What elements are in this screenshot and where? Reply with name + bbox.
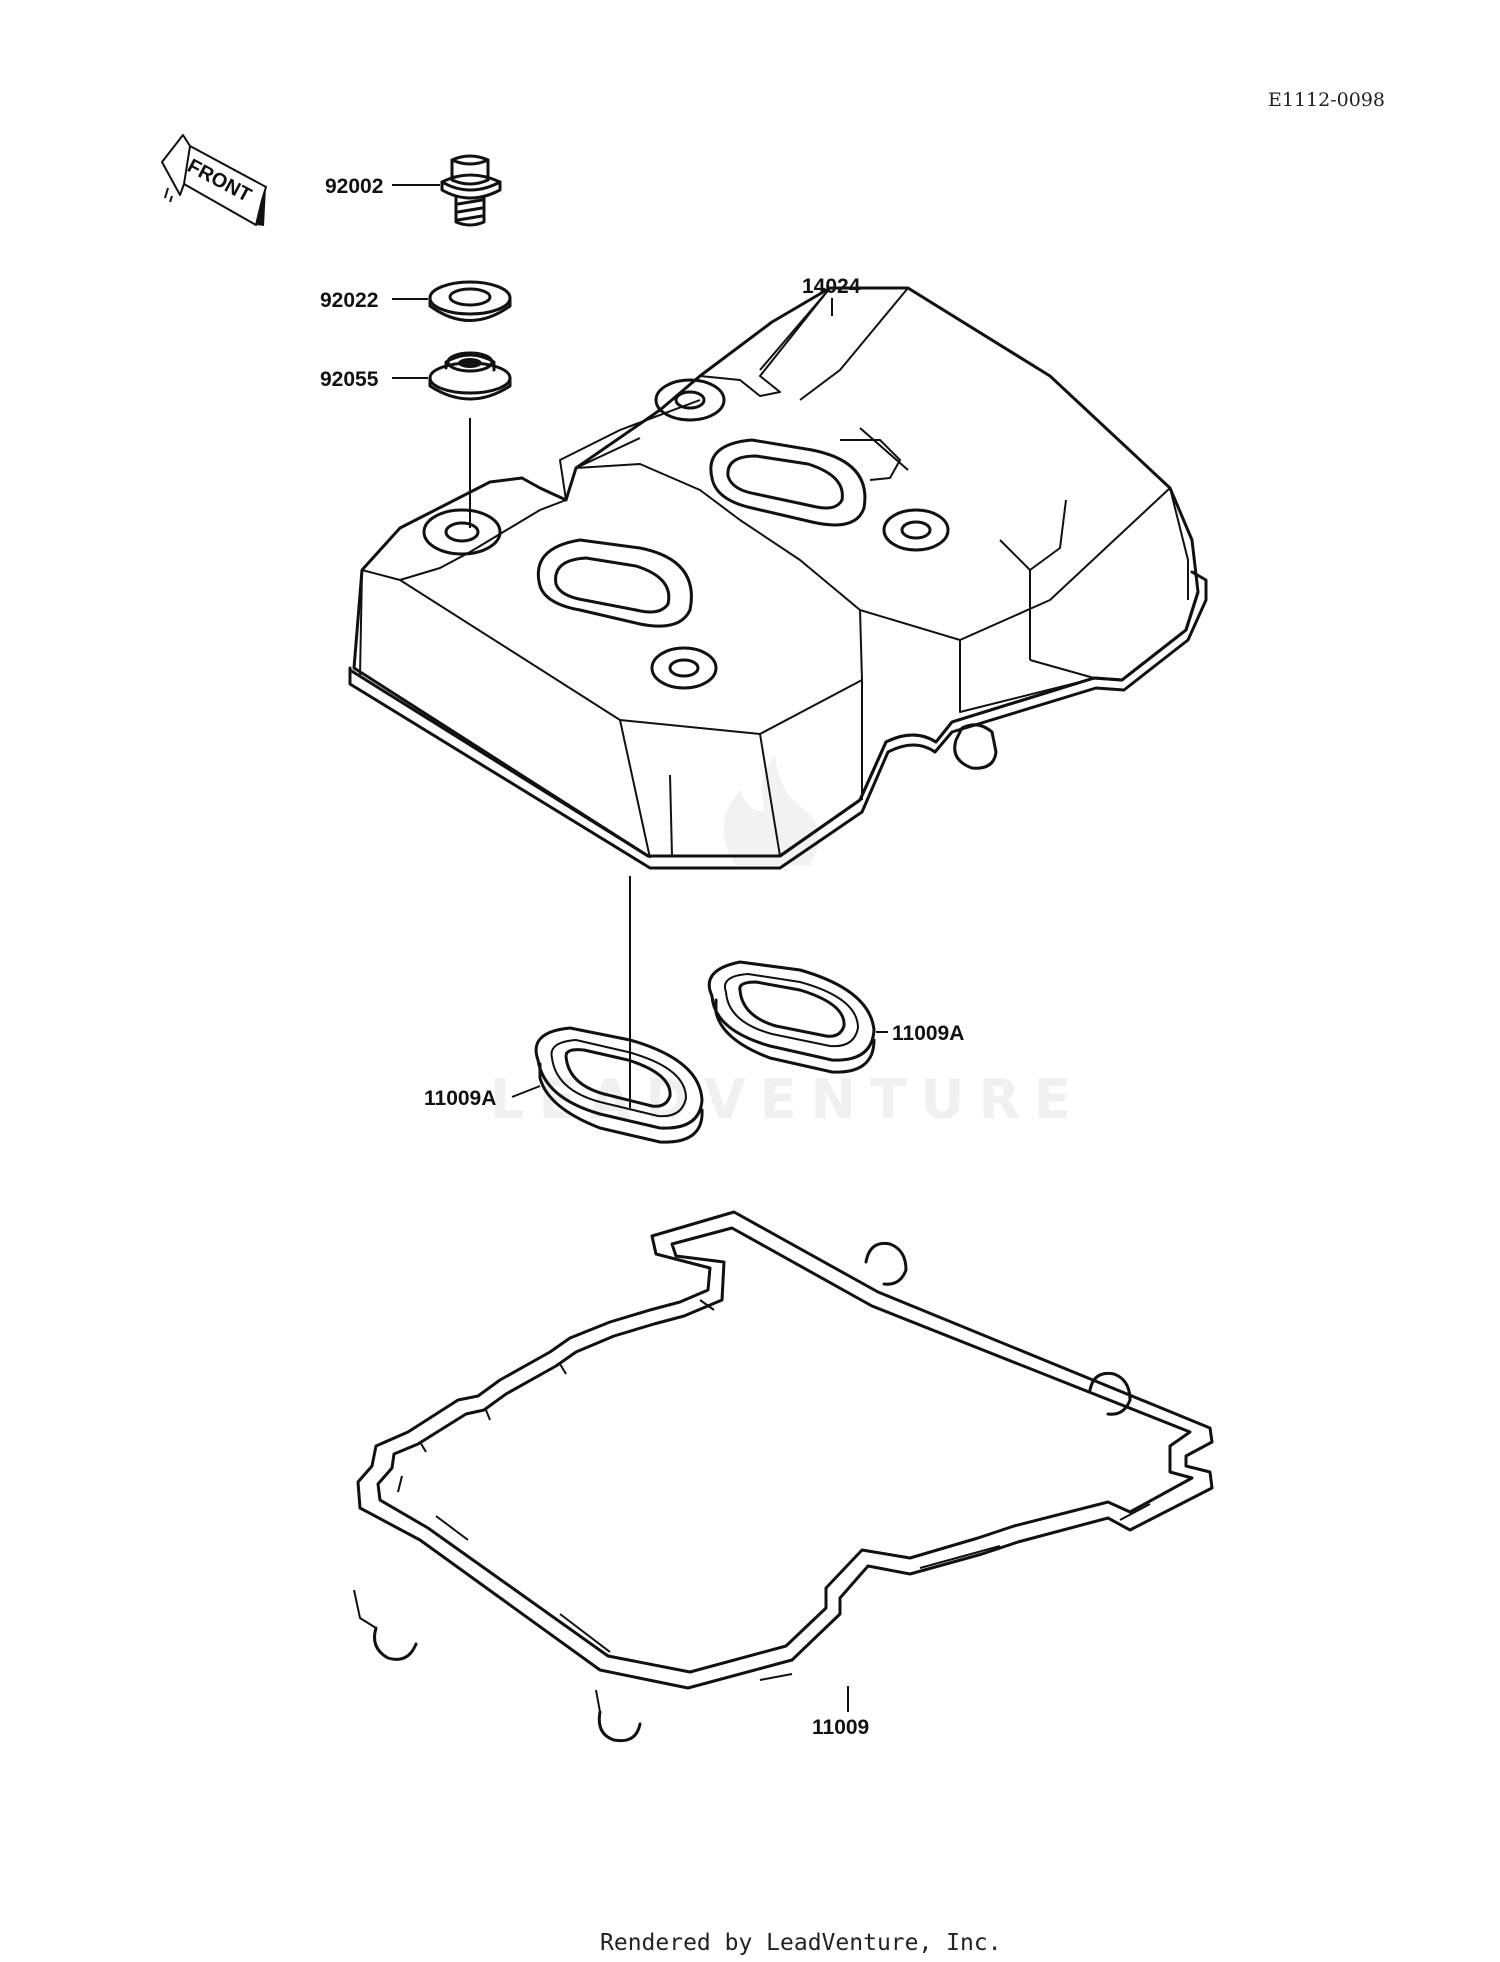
footer-credit: Rendered by LeadVenture, Inc. bbox=[600, 1930, 1002, 1956]
label-92055: 92055 bbox=[320, 368, 379, 391]
washer-92022 bbox=[428, 280, 512, 322]
plug-gasket-right-11009A bbox=[707, 960, 876, 1074]
leadventure-watermark: LEADVENTURE bbox=[490, 755, 1085, 1131]
label-92022: 92022 bbox=[320, 289, 378, 312]
diagram-code: E1112-0098 bbox=[1268, 89, 1385, 111]
label-11009A-left: 11009A bbox=[424, 1087, 496, 1110]
label-11009A-right: 11009A bbox=[892, 1022, 964, 1045]
label-11009: 11009 bbox=[812, 1716, 869, 1739]
front-arrow-icon: FRONT bbox=[161, 134, 267, 226]
bolt-92002 bbox=[440, 154, 502, 227]
head-cover-gasket-11009 bbox=[353, 1210, 1214, 1743]
label-14024: 14024 bbox=[802, 275, 861, 298]
watermark-text: LEADVENTURE bbox=[490, 1068, 1085, 1131]
leader-lines bbox=[392, 184, 888, 1712]
cylinder-head-cover-14024 bbox=[348, 286, 1208, 870]
grommet-92055 bbox=[428, 351, 512, 401]
plug-gasket-left-11009A bbox=[534, 1026, 704, 1144]
label-92002: 92002 bbox=[325, 175, 383, 198]
